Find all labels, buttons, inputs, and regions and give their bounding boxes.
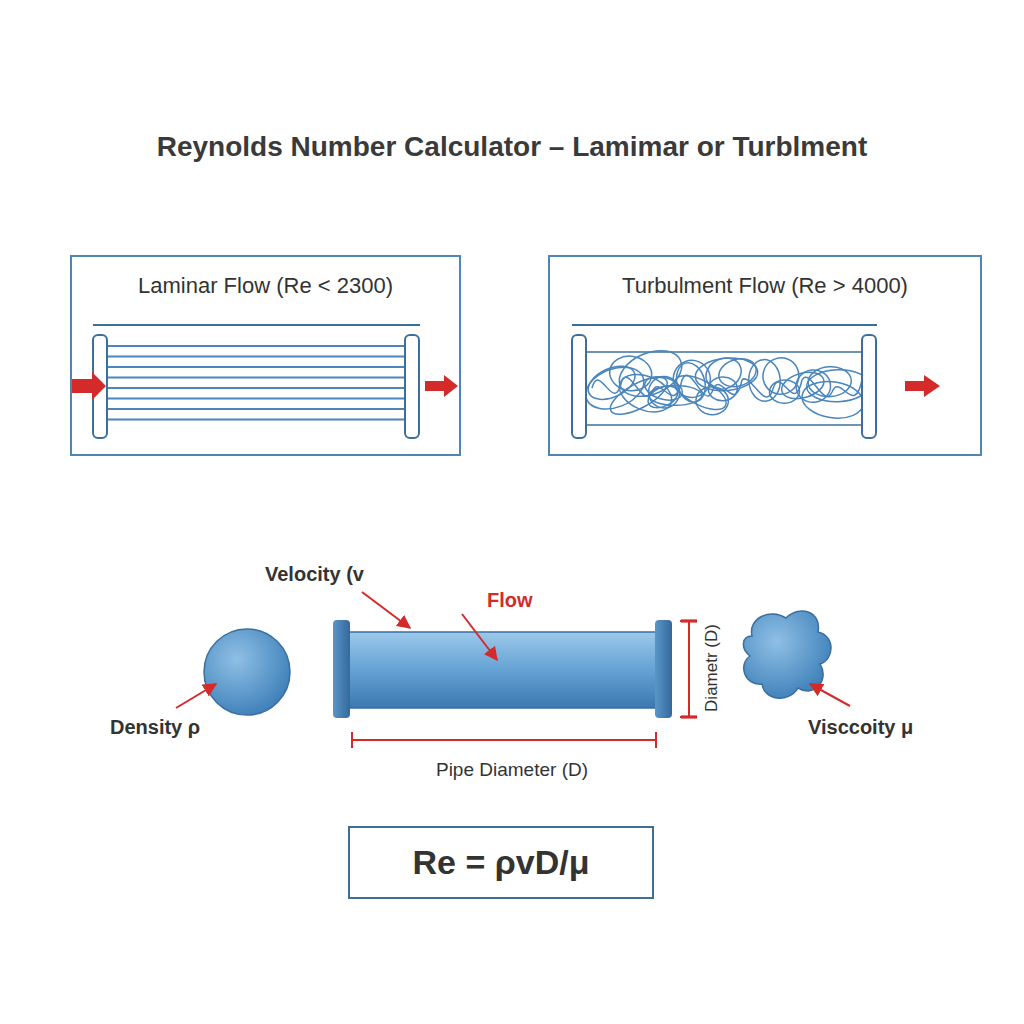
streamline <box>107 366 405 368</box>
streamline <box>107 377 405 379</box>
flow-panel: Laminar Flow (Re < 2300) <box>70 255 461 456</box>
viscosity-blob <box>743 611 831 698</box>
laminar-pipe <box>72 325 458 438</box>
streamline <box>107 345 405 347</box>
turbulent-pipe <box>572 325 940 438</box>
leader-line <box>176 684 216 708</box>
title: Reynolds Number Calculator – Lamimar or … <box>0 131 1024 163</box>
pipe <box>333 620 672 718</box>
eddy <box>592 375 862 397</box>
flow-label: Flow <box>487 589 533 612</box>
streamline <box>107 398 405 400</box>
flow-panel: Turbulment Flow (Re > 4000) <box>548 255 982 456</box>
dimension-label: Pipe Diameter (D) <box>436 759 588 781</box>
eddy <box>580 359 650 417</box>
eddy <box>800 377 866 422</box>
streamline <box>107 419 405 421</box>
formula: Re = ρvD/μ <box>413 843 590 882</box>
quantity-label: Velocity (v <box>265 563 364 586</box>
panel-heading: Turbulment Flow (Re > 4000) <box>622 273 908 299</box>
eddy <box>583 359 640 406</box>
dimension-line <box>352 739 656 741</box>
dimension-label: Diametr (D) <box>702 624 722 712</box>
quantity-label: Density ρ <box>110 716 200 739</box>
eddy <box>607 353 654 393</box>
density-sphere <box>204 629 290 715</box>
leader-line <box>810 684 850 706</box>
quantity-label: Visccoity μ <box>808 716 913 739</box>
streamline <box>107 356 405 358</box>
panel-heading: Laminar Flow (Re < 2300) <box>138 273 393 299</box>
formula-box: Re = ρvD/μ <box>348 826 654 899</box>
dimension-line <box>688 621 690 717</box>
leader-line <box>362 592 410 628</box>
eddy <box>605 370 672 422</box>
streamline <box>107 387 405 389</box>
streamline <box>107 408 405 410</box>
flow-arrow <box>462 614 497 660</box>
